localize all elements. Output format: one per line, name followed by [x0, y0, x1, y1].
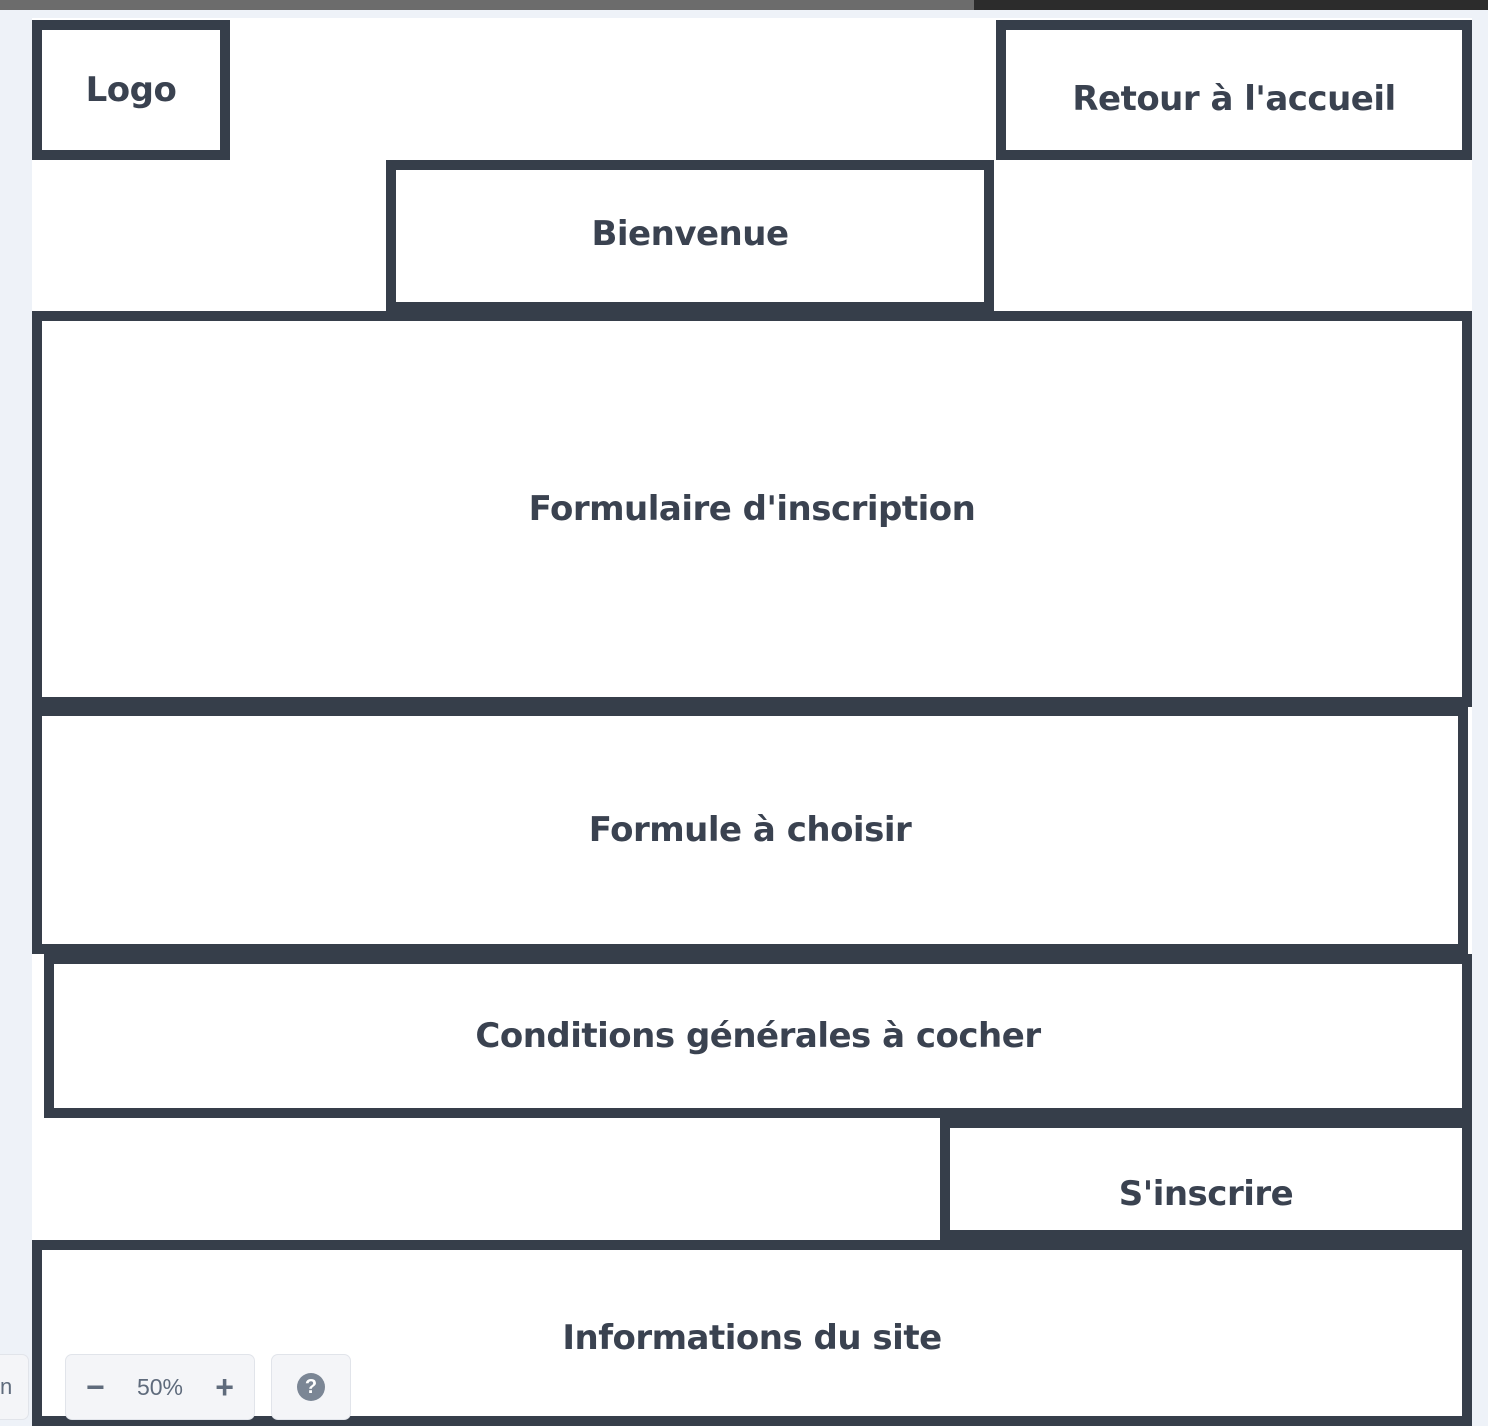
zoom-in-button[interactable]: + [215, 1369, 234, 1405]
back-home-label: Retour à l'accueil [1072, 79, 1396, 119]
logo-block: Logo [32, 20, 230, 160]
registration-form-block[interactable]: Formulaire d'inscription [32, 311, 1472, 707]
left-stub-label: n [0, 1374, 13, 1399]
window-top-bar-right [974, 0, 1488, 10]
signup-button[interactable]: S'inscrire [940, 1118, 1472, 1240]
plan-choice-label: Formule à choisir [588, 810, 912, 850]
help-icon: ? [297, 1373, 325, 1401]
signup-label: S'inscrire [1118, 1174, 1294, 1214]
welcome-block: Bienvenue [386, 160, 994, 312]
logo-label: Logo [85, 70, 177, 110]
window-top-bar [0, 0, 974, 10]
plan-choice-block[interactable]: Formule à choisir [32, 706, 1468, 954]
zoom-level: 50% [136, 1373, 184, 1400]
registration-form-label: Formulaire d'inscription [528, 489, 976, 529]
zoom-out-button[interactable]: − [86, 1369, 105, 1405]
zoom-controls: − 50% + [66, 1355, 254, 1419]
help-button[interactable]: ? [272, 1355, 350, 1419]
terms-checkbox-block[interactable]: Conditions générales à cocher [44, 954, 1472, 1118]
back-home-button[interactable]: Retour à l'accueil [996, 20, 1472, 160]
site-info-label: Informations du site [562, 1318, 942, 1358]
left-toolbar-stub[interactable]: n [0, 1355, 28, 1419]
welcome-label: Bienvenue [591, 214, 789, 254]
terms-checkbox-label: Conditions générales à cocher [475, 1016, 1041, 1056]
